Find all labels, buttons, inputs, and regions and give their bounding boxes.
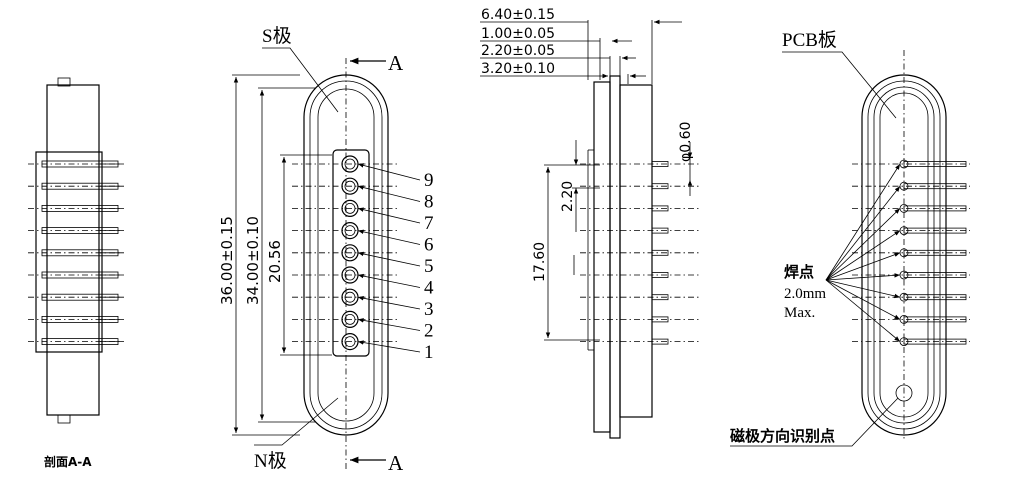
solder-leader xyxy=(825,230,901,281)
pin-callout-leader xyxy=(357,251,421,267)
dim-pin-span-side: 17.60 xyxy=(532,242,548,282)
pin-number-label: 3 xyxy=(424,299,434,320)
pin-callout-leader xyxy=(357,207,421,224)
inner-face xyxy=(317,88,375,422)
pin-contact-inner xyxy=(344,180,356,192)
side-pin xyxy=(651,227,669,234)
pin-contact-inner xyxy=(344,291,356,303)
dim-body: 3.20±0.10 xyxy=(481,61,555,77)
pin-contact-inner xyxy=(344,225,356,237)
dim-pin-span: 20.56 xyxy=(266,240,284,283)
pin-callout-leader xyxy=(357,296,421,310)
back-pin xyxy=(903,183,967,190)
section-mark-bottom: A xyxy=(388,451,404,475)
solder-label-line1: 焊点 xyxy=(784,264,814,281)
section-view: 剖面A-A xyxy=(28,77,124,469)
back-pins xyxy=(852,159,970,347)
side-pin xyxy=(651,205,669,212)
s-pole-label: S极 xyxy=(262,25,292,47)
pin-number-label: 7 xyxy=(424,213,434,234)
section-mark-top: A xyxy=(388,51,404,75)
side-pin xyxy=(651,161,669,167)
back-pin xyxy=(903,161,967,167)
back-pin xyxy=(903,272,967,278)
dim-depth: 6.40±0.15 xyxy=(481,7,555,23)
back-pin xyxy=(903,294,967,301)
section-pins xyxy=(28,160,124,346)
pin-number-label: 5 xyxy=(424,256,434,277)
back-pin xyxy=(903,316,967,323)
magnet-identification-dot xyxy=(895,384,913,402)
section-body xyxy=(35,77,103,424)
solder-leader xyxy=(825,279,901,299)
pin-contact-inner xyxy=(344,247,356,259)
front-dimensions: 36.00±0.15 34.00±0.10 20.56 xyxy=(218,74,332,436)
dim-plate: 1.00±0.05 xyxy=(481,26,555,42)
side-pin xyxy=(651,294,669,301)
pin-callout-leader xyxy=(357,273,421,288)
section-caption: 剖面A-A xyxy=(44,454,92,469)
back-view: PCB板 焊点 2.0mm Max. 磁极方向识别点 xyxy=(730,29,970,447)
solder-leader xyxy=(825,279,901,320)
inner-ring xyxy=(309,80,383,430)
back-pin xyxy=(903,249,967,256)
front-labels: S极 N极 A A xyxy=(254,25,404,475)
side-pin xyxy=(651,316,669,323)
side-body xyxy=(587,75,653,439)
side-pin xyxy=(651,183,669,190)
solder-leader xyxy=(825,279,901,342)
n-pole-label: N极 xyxy=(254,450,287,472)
front-view: 36.00±0.15 34.00±0.10 20.56 S极 N极 A A xyxy=(218,25,404,475)
pin-number-label: 8 xyxy=(424,192,434,213)
pin-number-label: 2 xyxy=(424,321,434,342)
pin-number-label: 4 xyxy=(424,278,434,299)
side-left-dimensions: 2.20 17.60 xyxy=(532,140,600,341)
magnet-mark-label: 磁极方向识别点 xyxy=(730,427,835,445)
solder-leader xyxy=(825,185,901,281)
pin-contact-inner xyxy=(344,313,356,325)
solder-leader xyxy=(825,273,901,281)
side-pins xyxy=(580,161,700,345)
dim-total-length: 36.00±0.15 xyxy=(218,216,236,305)
solder-label-line2: 2.0mm xyxy=(784,286,826,302)
side-right-dimensions: φ0.60 xyxy=(678,122,694,196)
pin-contact-inner xyxy=(344,158,356,170)
pin-number-label: 1 xyxy=(424,342,434,363)
solder-leader xyxy=(825,163,901,281)
pin-callout-leader xyxy=(357,340,421,353)
pin-number-label: 9 xyxy=(424,170,434,191)
pin-callout-leader xyxy=(357,229,421,245)
side-pin xyxy=(651,272,669,278)
pin-number-label: 6 xyxy=(424,235,434,256)
outer-housing xyxy=(303,74,389,436)
dim-pitch: 2.20 xyxy=(560,181,576,212)
pin-contact-inner xyxy=(344,269,356,281)
side-pin xyxy=(651,338,669,345)
side-pin xyxy=(651,249,669,256)
pcb-label: PCB板 xyxy=(782,29,837,51)
solder-label-line3: Max. xyxy=(784,305,815,321)
side-top-dimensions: 6.40±0.15 1.00±0.05 2.20±0.05 3.20±0.10 xyxy=(480,7,682,84)
pin-contact-inner xyxy=(344,202,356,214)
solder-leader xyxy=(825,252,901,281)
pin-callout-leader xyxy=(357,185,421,202)
pin-callout-leader xyxy=(357,318,421,331)
back-pin xyxy=(903,205,967,212)
dim-pin-diameter: φ0.60 xyxy=(678,122,694,162)
solder-leader xyxy=(825,208,901,281)
dim-inner-length: 34.00±0.10 xyxy=(244,216,262,305)
back-leaders xyxy=(825,163,901,342)
pin-callout-leader xyxy=(357,163,421,181)
back-pin xyxy=(903,227,967,234)
side-view: 6.40±0.15 1.00±0.05 2.20±0.05 3.20±0.10 … xyxy=(480,7,700,439)
dim-step: 2.20±0.05 xyxy=(481,43,555,59)
back-pin xyxy=(903,338,967,345)
pin-contact-inner xyxy=(344,336,356,348)
